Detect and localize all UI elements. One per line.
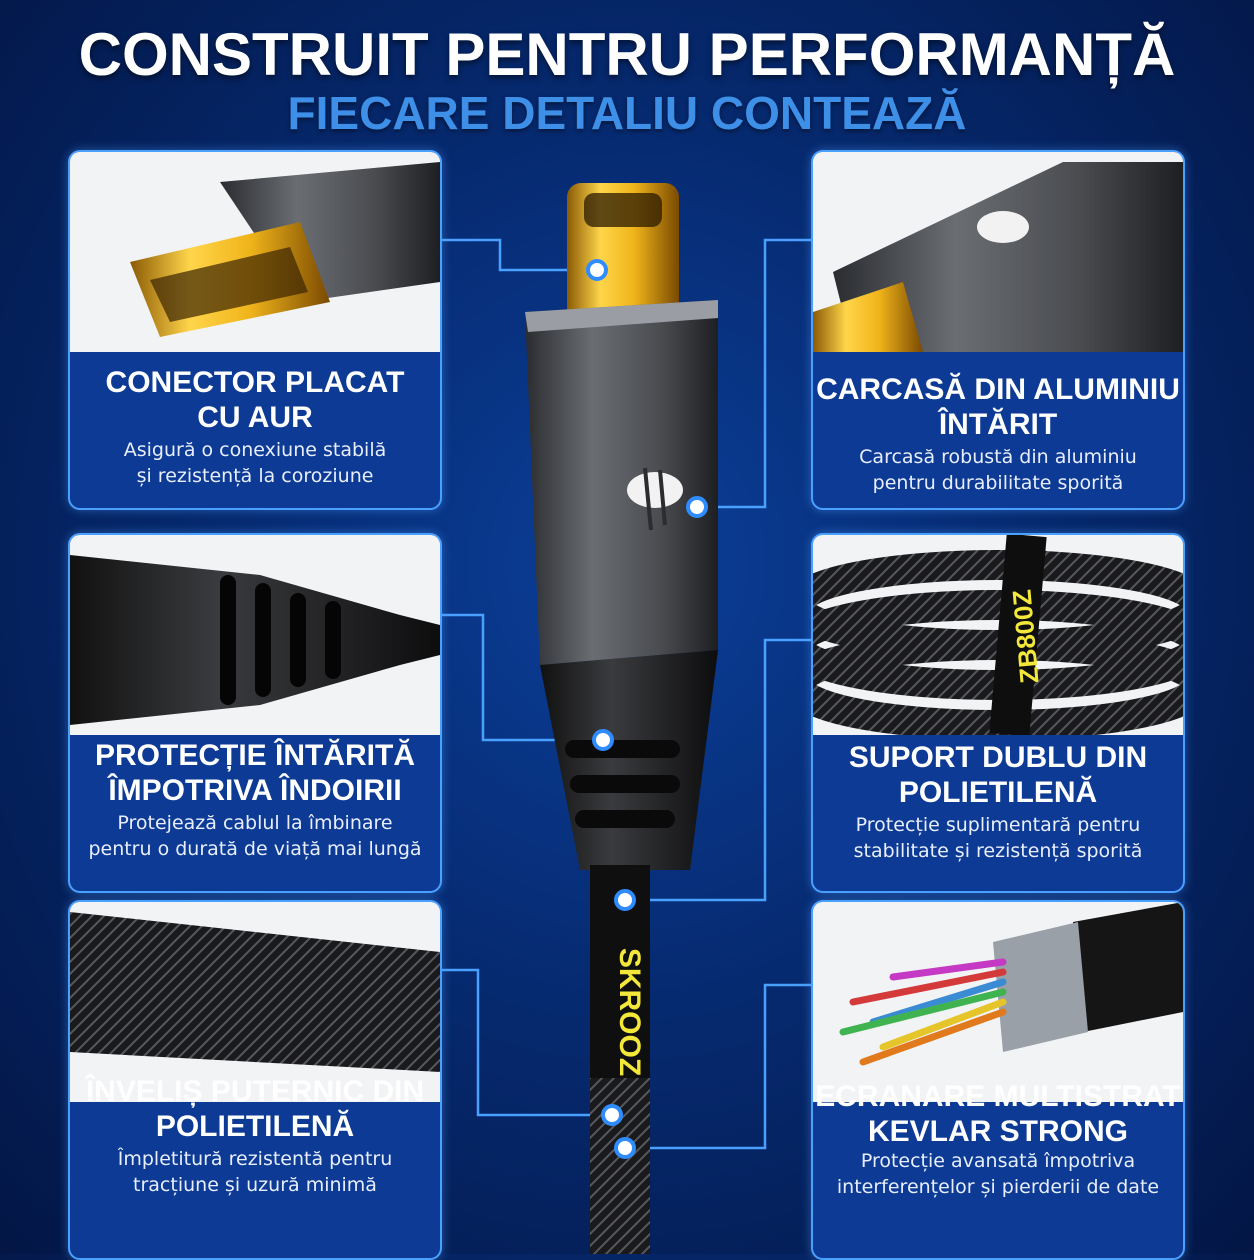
feature-desc-line: interferențelor și pierderii de date <box>836 1176 1160 1198</box>
feature-card-shielded-wires: ECRANARE MULTISTRAT KEVLAR STRONG Protec… <box>811 900 1185 1260</box>
feature-desc-line: pentru o durată de viață mai lungă <box>88 838 422 860</box>
gold-connector-photo-icon <box>70 152 440 352</box>
strain-relief <box>540 650 718 870</box>
feature-card-gold-connector: CONECTOR PLACAT CU AUR Asigură o conexiu… <box>68 150 442 510</box>
leader-line-6 <box>625 983 811 1150</box>
leader-line-1 <box>438 238 597 272</box>
leader-dot-3 <box>592 729 614 751</box>
coiled-cable-photo-icon <box>813 535 1183 735</box>
feature-desc-line: pentru durabilitate sporită <box>872 472 1124 494</box>
leader-line-2 <box>697 238 811 509</box>
feature-title-line: CONECTOR PLACAT <box>105 366 405 399</box>
feature-desc-line: tracțiune și uzură minimă <box>133 1174 377 1196</box>
feature-title-line: POLIETILENĂ <box>155 1110 355 1143</box>
feature-title-line: CU AUR <box>197 401 313 434</box>
feature-title-line: SUPORT DUBLU DIN <box>848 741 1148 774</box>
cable-brand-label: SKROOZ <box>613 947 647 1077</box>
feature-card-strain-relief: PROTECȚIE ÎNTĂRITĂ ÎMPOTRIVA ÎNDOIRII Pr… <box>68 533 442 893</box>
braided-sleeve <box>590 1078 650 1254</box>
feature-desc-line: și rezistență la coroziune <box>136 465 374 487</box>
leader-line-3 <box>438 613 603 742</box>
braided-sleeve-photo-icon <box>70 902 440 1102</box>
feature-title-line: ÎNVELIȘ PUTERNIC DIN <box>85 1075 425 1108</box>
feature-title-line: ÎMPOTRIVA ÎNDOIRII <box>108 774 402 807</box>
leader-dot-6 <box>614 1137 636 1159</box>
feature-title-line: POLIETILENĂ <box>898 776 1098 809</box>
feature-desc-line: Protecție suplimentară pentru <box>855 814 1141 836</box>
leader-dot-4 <box>614 889 636 911</box>
leader-line-5 <box>438 968 612 1117</box>
strain-relief-photo-icon <box>70 535 440 735</box>
feature-desc-line: Împletitură rezistentă pentru <box>117 1148 393 1170</box>
aluminum-housing <box>525 300 718 665</box>
feature-desc-line: Asigură o conexiune stabilă <box>123 439 387 461</box>
sub-title: FIECARE DETALIU CONTEAZĂ <box>287 87 967 139</box>
main-title: CONSTRUIT PENTRU PERFORMANȚĂ <box>78 21 1176 88</box>
feature-desc-line: stabilitate și rezistență sporită <box>853 840 1143 862</box>
feature-title-line: ECRANARE MULTISTRAT <box>815 1080 1181 1113</box>
shielded-wires-photo-icon <box>813 902 1183 1102</box>
leader-line-4 <box>625 638 811 902</box>
leader-dot-1 <box>586 259 608 281</box>
aluminum-housing-photo-icon <box>813 152 1183 352</box>
feature-title-line: KEVLAR STRONG <box>867 1115 1128 1148</box>
leader-dot-5 <box>601 1104 623 1126</box>
leader-dot-2 <box>686 496 708 518</box>
brand-logo-icon <box>627 467 683 531</box>
feature-title-line: CARCASĂ DIN ALUMINIU <box>816 373 1180 406</box>
feature-title-line: PROTECȚIE ÎNTĂRITĂ <box>95 739 415 772</box>
feature-desc-line: Protejează cablul la îmbinare <box>117 812 393 834</box>
feature-desc-line: Carcasă robustă din aluminiu <box>859 446 1137 468</box>
feature-card-braided-sleeve: ÎNVELIȘ PUTERNIC DIN POLIETILENĂ Împleti… <box>68 900 442 1260</box>
feature-title-line: ÎNTĂRIT <box>938 408 1058 441</box>
feature-desc-line: Protecție avansată împotriva <box>860 1150 1136 1172</box>
feature-card-coiled-cable: ZB800Z SUPORT DUBLU DIN POLIETILENĂ Prot… <box>811 533 1185 893</box>
feature-card-aluminum-housing: CARCASĂ DIN ALUMINIU ÎNTĂRIT Carcasă rob… <box>811 150 1185 510</box>
